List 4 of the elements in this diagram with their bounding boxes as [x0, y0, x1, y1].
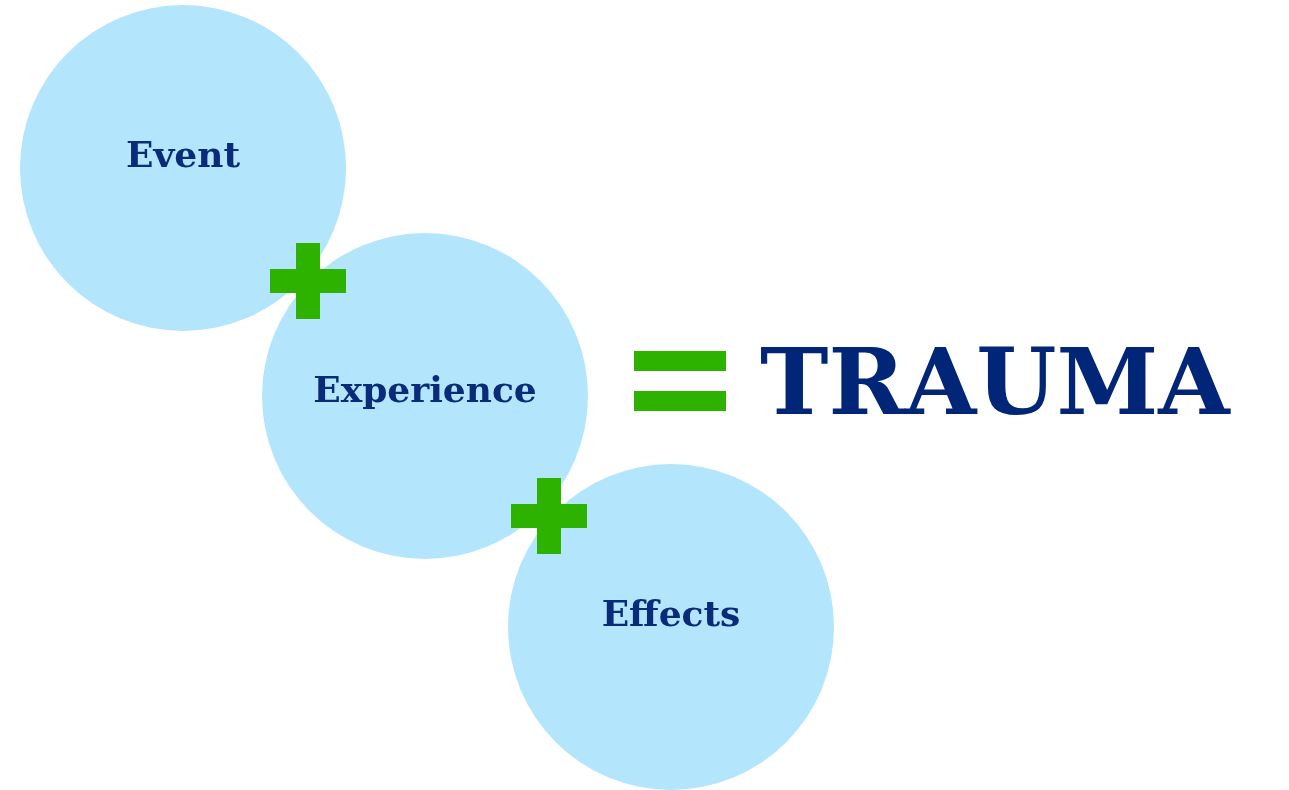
node-label: Effects — [601, 592, 741, 634]
node-label: Experience — [313, 368, 537, 410]
node-label: Event — [125, 133, 241, 175]
result-heading: TRAUMA — [760, 328, 1230, 436]
